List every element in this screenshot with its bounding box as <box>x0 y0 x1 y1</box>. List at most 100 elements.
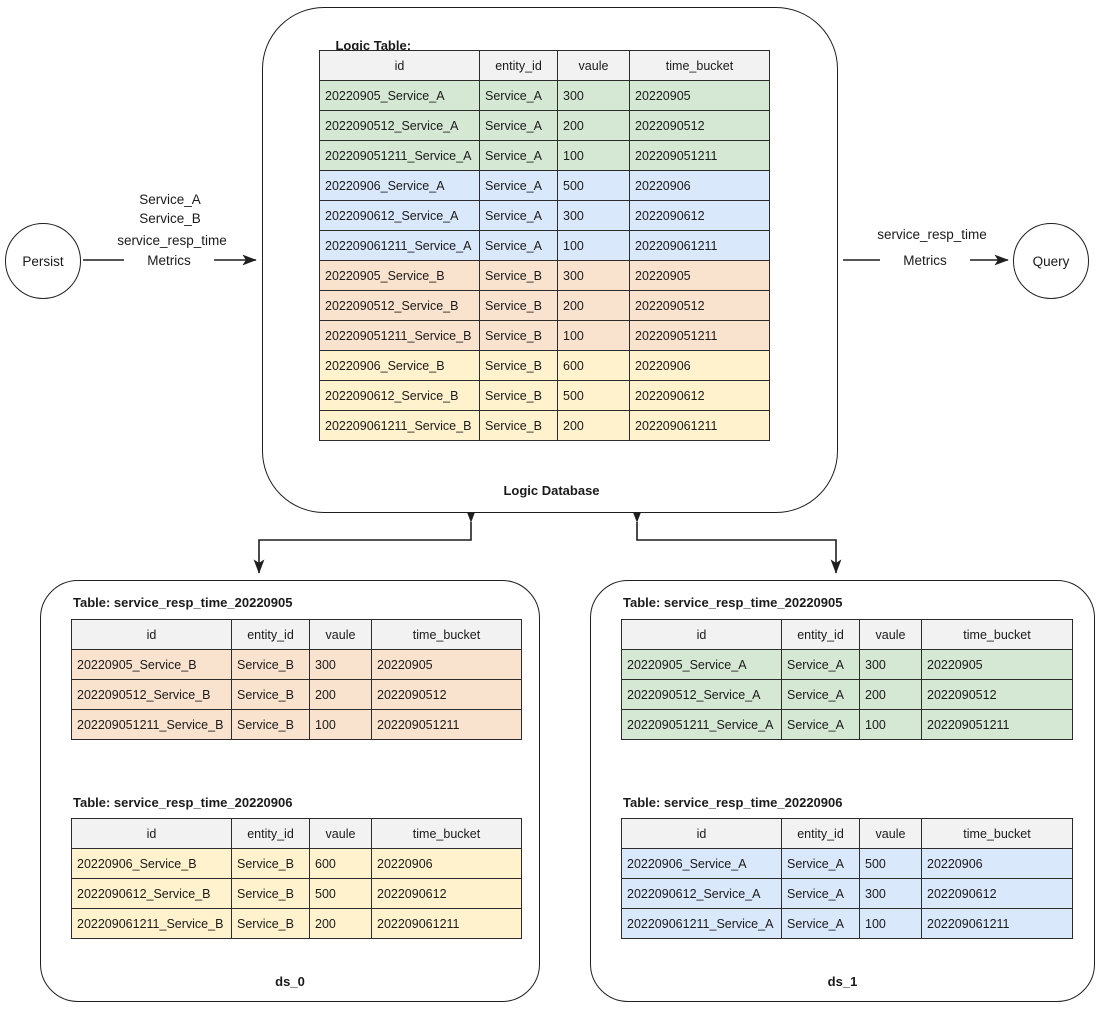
cell-entity-id: Service_A <box>479 200 558 231</box>
column-header-id: id <box>71 619 232 650</box>
cell-time-bucket: 202209051211 <box>921 709 1073 740</box>
cell-entity-id: Service_A <box>479 140 558 171</box>
table-header-row: id entity_id vaule time_bucket <box>621 818 1073 849</box>
table-header-row: id entity_id vaule time_bucket <box>71 818 522 849</box>
cell-entity-id: Service_A <box>781 878 860 909</box>
cell-entity-id: Service_B <box>479 380 558 411</box>
column-header-vaule: vaule <box>309 619 372 650</box>
ds1-table0-caption: Table: service_resp_time_20220905 <box>623 595 843 610</box>
cell-entity-id: Service_B <box>231 908 310 939</box>
ds0-table-20220905: id entity_id vaule time_bucket 20220905_… <box>71 619 522 740</box>
column-header-entity-id: entity_id <box>231 619 310 650</box>
cell-entity-id: Service_B <box>231 679 310 710</box>
node-persist-label: Persist <box>22 253 64 269</box>
cell-vaule: 300 <box>557 80 630 111</box>
cell-entity-id: Service_A <box>479 110 558 141</box>
edge-label-persist-metric: service_resp_time <box>117 233 227 248</box>
cell-vaule: 100 <box>859 709 922 740</box>
cell-time-bucket: 20220905 <box>629 80 770 111</box>
cell-vaule: 200 <box>557 410 630 441</box>
ds0-table0-caption: Table: service_resp_time_20220905 <box>73 595 293 610</box>
cell-entity-id: Service_B <box>479 410 558 441</box>
cell-entity-id: Service_B <box>479 350 558 381</box>
cell-vaule: 300 <box>309 649 372 680</box>
cell-entity-id: Service_A <box>781 908 860 939</box>
cell-entity-id: Service_A <box>781 848 860 879</box>
cell-id: 20220905_Service_A <box>621 649 782 680</box>
cell-entity-id: Service_B <box>479 290 558 321</box>
cell-vaule: 300 <box>859 878 922 909</box>
column-header-entity-id: entity_id <box>231 818 310 849</box>
cell-vaule: 100 <box>309 709 372 740</box>
table-header-row: id entity_id vaule time_bucket <box>621 619 1073 650</box>
cell-id: 20220906_Service_A <box>621 848 782 879</box>
logic-table-caption-line1: Logic Table: <box>335 38 412 53</box>
cell-time-bucket: 2022090512 <box>921 679 1073 710</box>
cell-time-bucket: 202209061211 <box>629 410 770 441</box>
cell-id: 20220906_Service_A <box>319 170 480 201</box>
cell-id: 2022090512_Service_A <box>319 110 480 141</box>
cell-vaule: 200 <box>557 110 630 141</box>
cell-vaule: 500 <box>557 170 630 201</box>
cell-id: 202209051211_Service_B <box>71 709 232 740</box>
column-header-time-bucket: time_bucket <box>629 50 770 81</box>
node-persist[interactable]: Persist <box>5 223 81 299</box>
column-header-entity-id: entity_id <box>781 619 860 650</box>
column-header-vaule: vaule <box>859 619 922 650</box>
cell-id: 2022090512_Service_B <box>71 679 232 710</box>
ds1-table-20220905: id entity_id vaule time_bucket 20220905_… <box>621 619 1073 740</box>
cell-time-bucket: 2022090612 <box>921 878 1073 909</box>
cell-entity-id: Service_A <box>479 170 558 201</box>
column-header-vaule: vaule <box>557 50 630 81</box>
cell-entity-id: Service_A <box>479 80 558 111</box>
column-header-vaule: vaule <box>309 818 372 849</box>
column-header-id: id <box>621 818 782 849</box>
cell-vaule: 200 <box>309 679 372 710</box>
cell-id: 2022090512_Service_A <box>621 679 782 710</box>
cell-time-bucket: 20220906 <box>371 848 522 879</box>
cell-vaule: 100 <box>859 908 922 939</box>
cell-id: 202209061211_Service_A <box>319 230 480 261</box>
table-header-row: id entity_id vaule time_bucket <box>319 50 770 81</box>
column-header-entity-id: entity_id <box>781 818 860 849</box>
cell-id: 202209051211_Service_B <box>319 320 480 351</box>
cell-time-bucket: 20220905 <box>629 260 770 291</box>
edge-label-persist-entities: Service_A Service_B <box>139 192 201 226</box>
cell-vaule: 100 <box>557 140 630 171</box>
node-query-label: Query <box>1032 253 1070 269</box>
cell-vaule: 500 <box>557 380 630 411</box>
cell-id: 2022090612_Service_B <box>319 380 480 411</box>
cell-id: 2022090512_Service_B <box>319 290 480 321</box>
cell-id: 2022090612_Service_A <box>319 200 480 231</box>
column-header-id: id <box>319 50 480 81</box>
edge-label-query-metric: service_resp_time <box>877 227 987 242</box>
cell-entity-id: Service_A <box>781 679 860 710</box>
cell-time-bucket: 2022090512 <box>629 290 770 321</box>
cell-id: 202209061211_Service_B <box>319 410 480 441</box>
cell-time-bucket: 20220906 <box>629 350 770 381</box>
connector-logicdb-ds1 <box>631 508 842 574</box>
cell-time-bucket: 20220906 <box>921 848 1073 879</box>
table-header-row: id entity_id vaule time_bucket <box>71 619 522 650</box>
cell-vaule: 200 <box>309 908 372 939</box>
cell-entity-id: Service_B <box>231 649 310 680</box>
node-query[interactable]: Query <box>1013 223 1089 299</box>
cell-vaule: 600 <box>309 848 372 879</box>
cell-vaule: 500 <box>309 878 372 909</box>
